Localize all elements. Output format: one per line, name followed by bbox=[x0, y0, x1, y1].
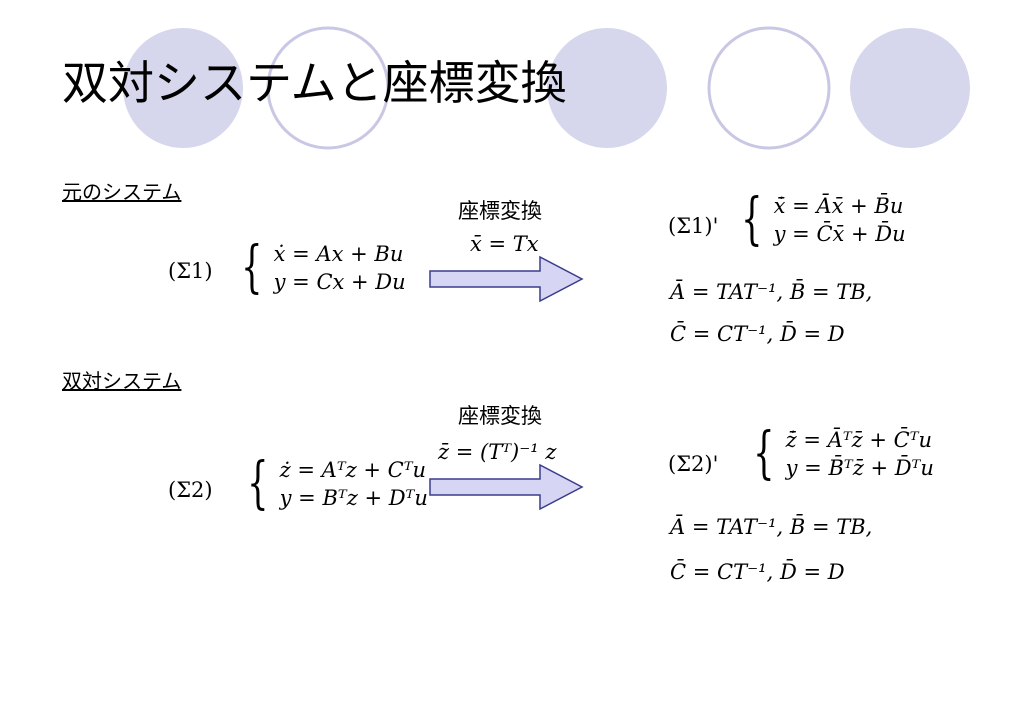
transform2-equation: z̄ = (Tᵀ)⁻¹ z bbox=[438, 440, 557, 464]
page-title: 双対システムと座標変換 bbox=[62, 56, 567, 110]
transform2-label: 座標変換 bbox=[458, 404, 542, 428]
system2-prime-equations: { z̄̇ = Āᵀz̄ + C̄ᵀu y = B̄ᵀz̄ + D̄ᵀu bbox=[746, 426, 934, 482]
system1-prime-eq1: x̄̇ = Āx̄ + B̄u bbox=[773, 194, 904, 218]
system1-eq2: y = Cx + Du bbox=[273, 270, 406, 294]
system1-prime-eq2: y = C̄x̄ + D̄u bbox=[773, 222, 906, 246]
section-dual-system: 双対システム bbox=[62, 369, 182, 393]
brace-icon: { bbox=[247, 451, 269, 516]
arrow-right-icon bbox=[429, 463, 584, 511]
circle-4 bbox=[707, 26, 831, 150]
brace-icon: { bbox=[741, 187, 763, 252]
system1-name: (Σ1) bbox=[168, 259, 213, 283]
system2-eq2: y = Bᵀz + Dᵀu bbox=[279, 486, 428, 510]
system1-prime-name: (Σ1)' bbox=[668, 214, 719, 238]
brace-icon: { bbox=[241, 235, 263, 300]
system2-prime-eq1: z̄̇ = Āᵀz̄ + C̄ᵀu bbox=[785, 428, 933, 452]
circle-3 bbox=[547, 28, 667, 148]
system1-prime-equations: { x̄̇ = Āx̄ + B̄u y = C̄x̄ + D̄u bbox=[734, 192, 906, 248]
arrow-right-icon bbox=[429, 255, 584, 303]
circle-1 bbox=[123, 28, 243, 148]
system2-equations: { ż = Aᵀz + Cᵀu y = Bᵀz + Dᵀu bbox=[240, 456, 428, 512]
system1-prime-relation2: C̄ = CT⁻¹, D̄ = D bbox=[670, 322, 845, 346]
decorative-circles bbox=[123, 26, 970, 150]
system1-equations: { ẋ = Ax + Bu y = Cx + Du bbox=[234, 240, 406, 296]
system2-name: (Σ2) bbox=[168, 478, 213, 502]
system2-prime-name: (Σ2)' bbox=[668, 452, 719, 476]
system2-prime-relation2: C̄ = CT⁻¹, D̄ = D bbox=[670, 560, 845, 584]
circle-2 bbox=[266, 26, 390, 150]
system2-prime-eq2: y = B̄ᵀz̄ + D̄ᵀu bbox=[785, 456, 934, 480]
transform1-label: 座標変換 bbox=[458, 199, 542, 223]
system2-eq1: ż = Aᵀz + Cᵀu bbox=[279, 458, 427, 482]
system1-eq1: ẋ = Ax + Bu bbox=[273, 242, 404, 266]
system2-prime-relation1: Ā = TAT⁻¹, B̄ = TB, bbox=[670, 515, 873, 539]
circle-5 bbox=[850, 28, 970, 148]
transform1-equation: x̄ = Tx bbox=[470, 232, 539, 256]
section-original-system: 元のシステム bbox=[62, 180, 182, 204]
system1-prime-relation1: Ā = TAT⁻¹, B̄ = TB, bbox=[670, 280, 873, 304]
brace-icon: { bbox=[753, 421, 775, 486]
